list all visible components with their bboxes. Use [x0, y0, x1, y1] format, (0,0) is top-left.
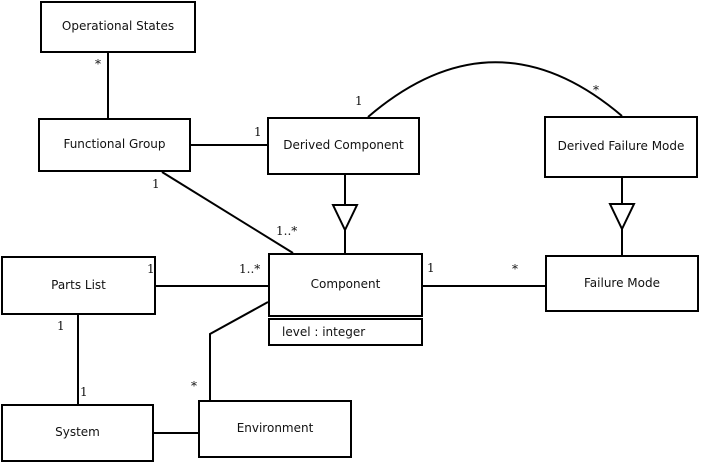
class-system: System — [1, 404, 154, 462]
multiplicity-label: 1 — [254, 125, 262, 139]
class-failure-mode: Failure Mode — [545, 255, 699, 312]
multiplicity-label: * — [95, 57, 101, 71]
multiplicity-label: * — [512, 262, 518, 276]
multiplicity-label: 1 — [355, 94, 363, 108]
class-component-attribute-compartment: level : integer — [268, 318, 423, 346]
generalization-triangle-icon — [608, 203, 636, 232]
class-label: Derived Component — [283, 138, 404, 153]
multiplicity-label: 1 — [427, 261, 435, 275]
multiplicity-label: * — [191, 379, 197, 393]
class-label: Operational States — [61, 19, 175, 34]
attribute-label: level : integer — [282, 325, 366, 339]
edge-derived-component-derived-failure-mode-arc — [367, 61, 623, 118]
class-component: Component — [268, 253, 423, 317]
edge-environment-component — [209, 301, 269, 400]
multiplicity-label: 1..* — [239, 262, 261, 276]
multiplicity-label: 1 — [80, 385, 88, 399]
class-operational-states: Operational States — [40, 1, 196, 53]
multiplicity-label: 1 — [152, 177, 160, 191]
multiplicity-label: 1 — [57, 319, 65, 333]
class-derived-component: Derived Component — [267, 117, 420, 175]
class-environment: Environment — [198, 400, 352, 458]
class-derived-failure-mode: Derived Failure Mode — [544, 116, 698, 178]
class-label: Component — [310, 277, 381, 292]
class-label: Functional Group — [63, 137, 166, 152]
class-functional-group: Functional Group — [38, 118, 191, 172]
class-label: Failure Mode — [584, 275, 660, 290]
class-label: Parts List — [51, 277, 106, 292]
class-label: Environment — [236, 421, 314, 436]
class-label: Derived Failure Mode — [557, 139, 685, 154]
class-label: System — [55, 425, 100, 440]
edge-functional-group-component — [161, 171, 294, 254]
generalization-triangle-icon — [331, 204, 359, 233]
multiplicity-label: * — [593, 83, 599, 97]
class-parts-list: Parts List — [1, 256, 156, 315]
multiplicity-label: 1 — [147, 262, 155, 276]
multiplicity-label: 1..* — [276, 224, 298, 238]
